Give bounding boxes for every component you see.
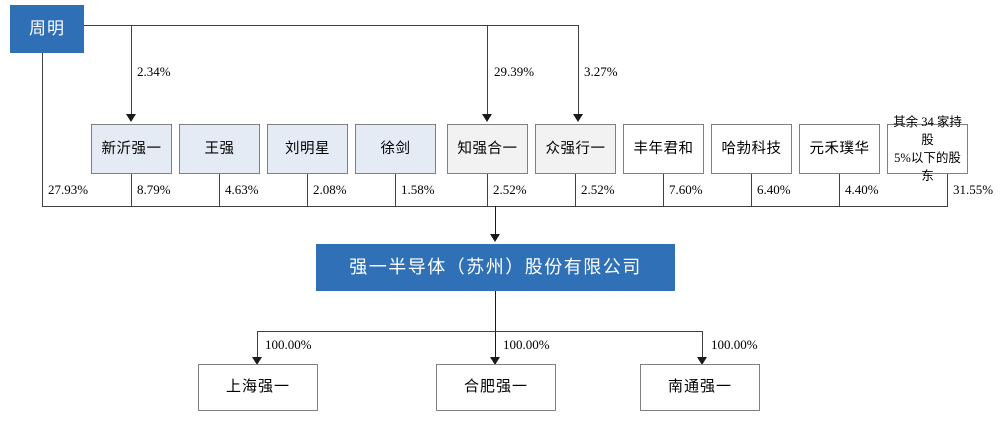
person-box-zhouming[interactable]: 周明 xyxy=(10,5,84,53)
shareholder-pct-3: 2.08% xyxy=(313,182,347,197)
shareholder-label-2: 王强 xyxy=(204,140,235,157)
company-box[interactable]: 强一半导体（苏州）股份有限公司 xyxy=(316,244,675,291)
shareholder-pct-9: 4.40% xyxy=(845,182,879,197)
top-branch-line-3 xyxy=(578,25,579,116)
shareholder-stem-1 xyxy=(131,174,132,206)
shareholder-box-4[interactable]: 徐剑 xyxy=(355,124,436,174)
subsidiary-pct-3: 100.00% xyxy=(711,337,758,352)
shareholder-box-3[interactable]: 刘明星 xyxy=(267,124,348,174)
shareholder-box-7[interactable]: 丰年君和 xyxy=(623,124,704,174)
shareholder-label-7: 丰年君和 xyxy=(633,140,694,157)
shareholder-box-10[interactable]: 其余 34 家持股 5%以下的股东 xyxy=(887,115,968,183)
subsidiary-label-3: 南通强一 xyxy=(667,379,732,396)
shareholder-label-4: 徐剑 xyxy=(380,140,411,157)
direct-holding-line xyxy=(42,53,43,206)
person-box-label: 周明 xyxy=(29,19,65,39)
top-branch-pct-1: 2.34% xyxy=(137,64,171,79)
direct-holding-pct: 27.93% xyxy=(48,182,89,197)
top-branch-pct-3: 3.27% xyxy=(584,64,618,79)
subsidiary-box-3[interactable]: 南通强一 xyxy=(640,364,760,411)
subsidiary-box-1[interactable]: 上海强一 xyxy=(198,364,318,411)
subsidiary-branch-line-3 xyxy=(702,331,703,362)
shareholder-label-8: 哈勃科技 xyxy=(721,140,782,157)
shareholder-box-5[interactable]: 知强合一 xyxy=(447,124,528,174)
shareholder-label-3: 刘明星 xyxy=(285,140,330,157)
top-branch-arrow-3 xyxy=(573,114,583,122)
shareholder-pct-10: 31.55% xyxy=(953,182,994,197)
subsidiary-pct-1: 100.00% xyxy=(265,337,312,352)
subsidiary-branch-arrow-1 xyxy=(252,357,262,365)
shareholder-pct-4: 1.58% xyxy=(401,182,435,197)
shareholder-pct-1: 8.79% xyxy=(137,182,171,197)
company-feed-arrow xyxy=(490,234,500,242)
shareholder-stem-8 xyxy=(751,174,752,206)
subsidiary-label-1: 上海强一 xyxy=(225,379,290,396)
shareholder-pct-7: 7.60% xyxy=(669,182,703,197)
shareholder-box-6[interactable]: 众强行一 xyxy=(535,124,616,174)
subsidiary-branch-line-1 xyxy=(257,331,258,362)
shareholder-stem-9 xyxy=(839,174,840,206)
shareholder-pct-5: 2.52% xyxy=(493,182,527,197)
subsidiary-label-2: 合肥强一 xyxy=(463,379,528,396)
shareholder-pct-6: 2.52% xyxy=(581,182,615,197)
top-branch-line-1 xyxy=(131,25,132,116)
shareholder-pct-8: 6.40% xyxy=(757,182,791,197)
shareholder-label-10-line2: 5%以下的股东 xyxy=(894,151,961,184)
shareholder-stem-5 xyxy=(487,174,488,206)
shareholder-box-1[interactable]: 新沂强一 xyxy=(91,124,172,174)
top-branch-pct-2: 29.39% xyxy=(494,64,535,79)
shareholder-pct-2: 4.63% xyxy=(225,182,259,197)
shareholder-stem-2 xyxy=(219,174,220,206)
shareholder-stem-3 xyxy=(307,174,308,206)
shareholder-box-9[interactable]: 元禾璞华 xyxy=(799,124,880,174)
shareholder-stem-6 xyxy=(575,174,576,206)
company-feed-line xyxy=(495,206,496,236)
company-box-label: 强一半导体（苏州）股份有限公司 xyxy=(349,257,642,278)
subsidiary-pct-2: 100.00% xyxy=(503,337,550,352)
shareholder-label-1: 新沂强一 xyxy=(101,140,162,157)
subsidiary-box-2[interactable]: 合肥强一 xyxy=(436,364,556,411)
subsidiary-branch-arrow-3 xyxy=(697,357,707,365)
shareholder-stem-7 xyxy=(663,174,664,206)
shareholder-stem-10 xyxy=(947,174,948,206)
shareholder-label-5: 知强合一 xyxy=(457,140,518,157)
top-branch-line-2 xyxy=(487,25,488,116)
shareholder-box-2[interactable]: 王强 xyxy=(179,124,260,174)
shareholder-box-8[interactable]: 哈勃科技 xyxy=(711,124,792,174)
shareholder-label-10-line1: 其余 34 家持股 xyxy=(893,114,962,147)
subsidiary-branch-arrow-2 xyxy=(490,357,500,365)
subsidiary-bus-line xyxy=(257,331,703,332)
subsidiary-trunk-line xyxy=(495,291,496,364)
top-branch-arrow-1 xyxy=(126,114,136,122)
shareholder-stem-4 xyxy=(395,174,396,206)
top-bus-line xyxy=(84,25,579,26)
shareholder-label-6: 众强行一 xyxy=(545,140,606,157)
top-branch-arrow-2 xyxy=(482,114,492,122)
shareholder-label-9: 元禾璞华 xyxy=(809,140,870,157)
